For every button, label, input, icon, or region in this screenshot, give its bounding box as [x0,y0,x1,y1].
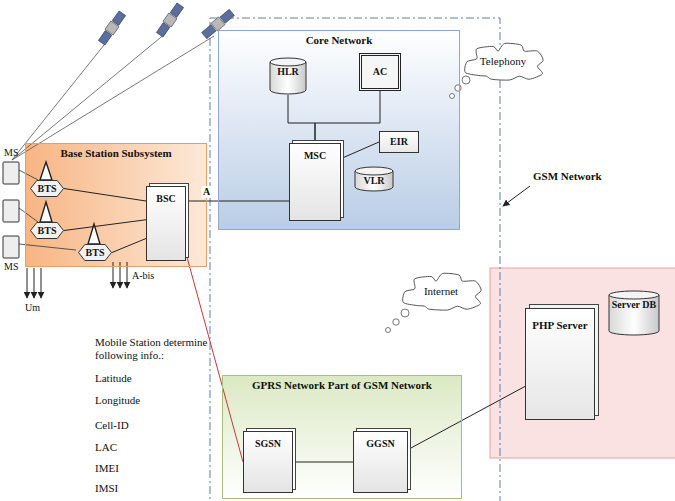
region-title: GPRS Network Part of GSM Network [252,379,432,392]
node-label: BTS [38,225,57,237]
info-item: Latitude [95,372,225,385]
node-label: BTS [86,247,105,259]
network-cloud: Internet [400,272,482,310]
database-cylinder: VLR [354,166,394,192]
network-label: GSM Network [533,170,602,183]
region-ground [25,143,207,267]
info-item: Cell-ID [95,419,225,432]
bts-station: BTS [30,222,64,239]
interface-label: A [201,186,212,198]
connector [186,254,243,463]
info-item: LAC [95,441,225,454]
switch-box: MSC [289,143,341,221]
bts-station: BTS [78,244,112,261]
node-label: BTS [38,183,57,195]
bts-station: BTS [30,180,64,197]
node-label: HLR [277,66,299,78]
connector [64,220,146,231]
connector [64,189,146,202]
node-box: SGSN [243,431,293,493]
gprs-region: GPRS Network Part of GSM NetworkSGSN GGSN [222,375,462,499]
device-label: MS [4,261,18,273]
node-box: GGSN [353,431,408,493]
connector [112,239,146,253]
node-label: VLR [363,175,384,187]
um-arrows [27,268,41,298]
region-title: Core Network [306,34,373,47]
auth-box: AC [359,53,401,91]
connector [293,462,353,463]
region-ground [222,375,462,499]
node-label: Internet [424,285,458,298]
server-area [490,268,675,458]
core-region: Core NetworkHLR AC EIR MSC VLR [218,30,460,230]
pointer-arrow [503,186,530,206]
abis-arrows [113,262,127,288]
radio-links [19,170,76,250]
satellite-links [12,33,214,160]
satellite [98,10,127,45]
node-label: EIR [390,136,408,148]
controller-box: BSC [146,186,186,261]
network-cloud: Telephony [462,42,544,80]
cyl-outline [608,290,660,336]
info-item: IMSI [95,482,225,495]
gsm-boundary [210,18,500,501]
interface-label: A-bis [132,270,154,282]
interface-label: Um [25,302,40,314]
connector [408,386,525,449]
node-label: GGSN [366,438,394,450]
mobile-station [3,162,19,258]
node-label: MSC [304,150,326,162]
device-label: MS [4,147,18,159]
region-ground [218,30,460,230]
subsystem-region: Base Station SubsystemBTS BTS BTS BSC [25,143,207,267]
node-label: PHP Server [532,319,587,332]
connector [315,91,380,143]
node-label: Telephony [480,55,526,68]
server-box: PHP Server [525,308,595,420]
database-cylinder: Server DB [608,290,660,336]
connector [341,142,379,159]
thought-bubbles [386,76,471,333]
region-title: Base Station Subsystem [60,147,171,160]
info-item: IMEI [95,462,225,475]
register-box: EIR [379,131,419,153]
node-label: BSC [156,193,175,205]
node-label: SGSN [255,438,281,450]
satellite [156,2,185,37]
node-label: AC [373,66,387,78]
info-note: Mobile Station determine following info.… [95,336,225,362]
database-cylinder: HLR [269,57,307,95]
connector [186,201,289,202]
info-item: Longitude [95,394,225,407]
connector [288,95,315,143]
node-label: Server DB [612,299,657,311]
